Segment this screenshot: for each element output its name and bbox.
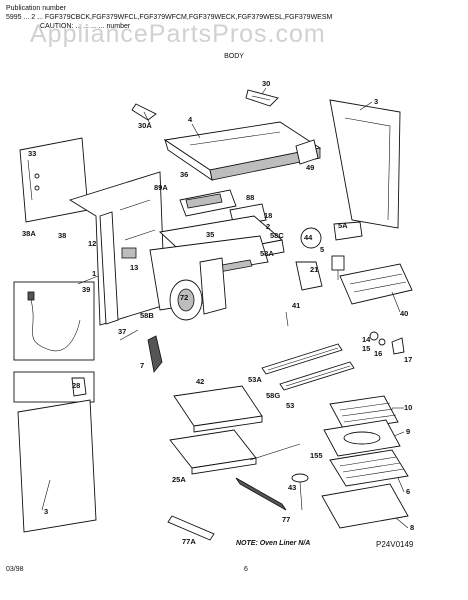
part-43-bolt[interactable] — [291, 473, 309, 511]
part-44-knob[interactable] — [300, 227, 322, 249]
part-5a-bracket[interactable] — [333, 221, 363, 241]
label-53a: 53A — [248, 375, 262, 384]
part-53a-rail[interactable] — [261, 343, 343, 375]
part-14-15-16-fittings[interactable] — [369, 331, 405, 355]
oven-liner-note: NOTE: Oven Liner N/A — [236, 540, 311, 547]
label-30a: 30A — [138, 121, 152, 130]
label-12: 12 — [88, 239, 96, 248]
part-155-rail[interactable] — [249, 443, 301, 461]
label-5a: 5A — [338, 221, 348, 230]
label-36: 36 — [180, 170, 188, 179]
part-3-side-panel-right[interactable] — [329, 99, 401, 229]
model-list: 5995 ... 2 ... FGF379CBCK,FGF379WFCL,FGF… — [6, 14, 333, 21]
label-6-part: 6 — [406, 487, 410, 496]
label-89a: 89A — [154, 183, 168, 192]
label-13: 13 — [130, 263, 138, 272]
part-4-burner-box[interactable] — [163, 121, 322, 181]
label-16: 16 — [374, 349, 382, 358]
label-72: 72 — [180, 293, 188, 302]
part-28-latch[interactable] — [13, 371, 95, 403]
part-72-insulation[interactable] — [169, 279, 203, 321]
part-8-bottom-pan[interactable] — [321, 483, 409, 529]
label-1: 1 — [92, 269, 96, 278]
footer-page: 6 — [244, 566, 248, 573]
label-77: 77 — [282, 515, 290, 524]
label-44: 44 — [304, 233, 313, 242]
label-25a: 25A — [172, 475, 186, 484]
part-9-broil-pan[interactable] — [323, 419, 401, 457]
part-53-rail[interactable] — [279, 361, 355, 391]
label-58a: 58A — [260, 249, 274, 258]
label-2: 2 — [266, 222, 270, 231]
label-58b: 58B — [140, 311, 154, 320]
label-58g: 58G — [266, 391, 280, 400]
label-5: 5 — [320, 245, 324, 254]
part-40-broiler[interactable] — [339, 263, 413, 305]
part-5-valve[interactable] — [331, 255, 345, 280]
label-38a: 38A — [22, 229, 36, 238]
label-41: 41 — [292, 301, 300, 310]
label-17: 17 — [404, 355, 412, 364]
part-21-bracket[interactable] — [295, 261, 323, 291]
label-58c: 58C — [270, 231, 284, 240]
part-88-bracket[interactable] — [179, 189, 237, 217]
label-14: 14 — [362, 335, 371, 344]
label-9: 9 — [406, 427, 410, 436]
part-6-oven-rack[interactable] — [329, 449, 409, 487]
part-1-back-panel[interactable] — [68, 171, 166, 326]
label-4: 4 — [188, 115, 193, 124]
part-30-bracket[interactable] — [245, 89, 279, 107]
label-33: 33 — [28, 149, 36, 158]
part-37-pin[interactable] — [119, 329, 139, 341]
part-39-cord[interactable] — [13, 281, 95, 361]
part-41-screw[interactable] — [285, 311, 289, 327]
figure-code: P24V0149 — [376, 540, 414, 549]
leader-lines — [41, 87, 409, 529]
label-8: 8 — [410, 523, 414, 532]
label-37: 37 — [118, 327, 126, 336]
label-155: 155 — [310, 451, 323, 460]
label-39: 39 — [82, 285, 90, 294]
part-3-side-panel-left[interactable] — [17, 399, 97, 533]
publication-label: Publication number — [6, 5, 66, 12]
part-42-bottom-panel[interactable] — [173, 385, 263, 433]
label-30: 30 — [262, 79, 270, 88]
section-title: BODY — [224, 53, 244, 60]
label-40: 40 — [400, 309, 408, 318]
part-58a-oven-liner[interactable] — [149, 235, 269, 315]
caution-line: CAUTION: ... ... ... ... number — [40, 23, 131, 30]
label-28: 28 — [72, 381, 80, 390]
label-3-bottom: 3 — [44, 507, 48, 516]
part-77-rail[interactable] — [235, 477, 287, 511]
part-25a-drawer-bottom[interactable] — [169, 429, 257, 475]
label-7: 7 — [140, 361, 144, 370]
label-38: 38 — [58, 231, 66, 240]
part-77a-bracket[interactable] — [167, 515, 215, 541]
label-15: 15 — [362, 344, 370, 353]
label-49: 49 — [306, 163, 314, 172]
part-7-leveler[interactable] — [147, 335, 163, 373]
label-88: 88 — [246, 193, 254, 202]
label-53: 53 — [286, 401, 294, 410]
label-43: 43 — [288, 483, 296, 492]
label-10: 10 — [404, 403, 412, 412]
label-21: 21 — [310, 265, 318, 274]
footer-date: 03/98 — [6, 566, 24, 573]
part-49-clip[interactable] — [295, 139, 319, 165]
label-18: 18 — [264, 211, 272, 220]
label-35: 35 — [206, 230, 214, 239]
label-42: 42 — [196, 377, 204, 386]
label-3-top: 3 — [374, 97, 378, 106]
watermark: AppliancePartsPros.com — [30, 20, 326, 48]
label-77a: 77A — [182, 537, 196, 546]
